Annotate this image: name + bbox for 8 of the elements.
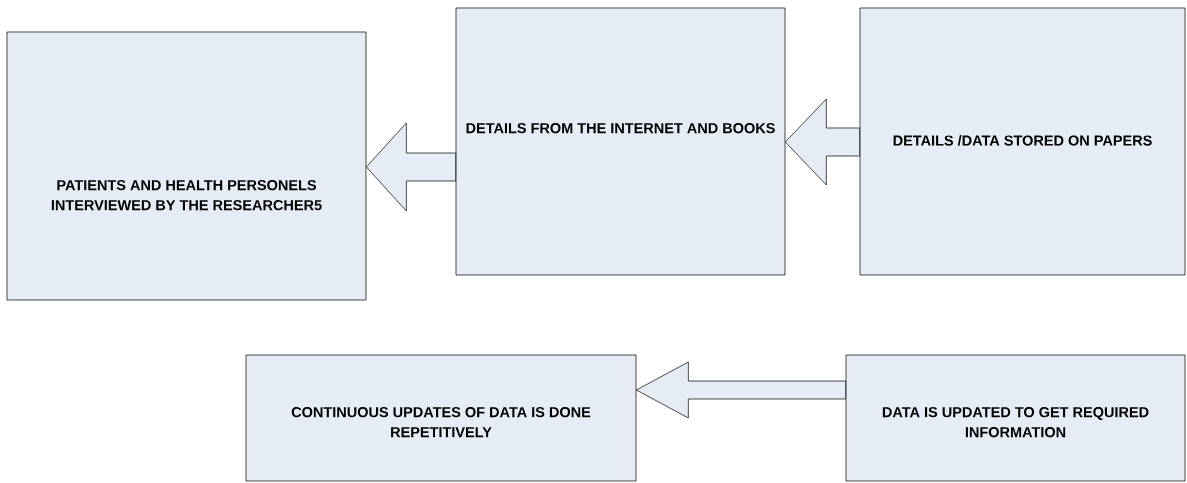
block-arrow <box>785 98 860 186</box>
process-box: CONTINUOUS UPDATES OF DATA IS DONE REPETITIVELY <box>245 354 637 482</box>
block-arrow <box>366 122 456 212</box>
block-arrow <box>636 361 846 419</box>
process-box: DETAILS FROM THE INTERNET AND BOOKS <box>455 7 786 276</box>
process-box: DATA IS UPDATED TO GET REQUIRED INFORMATION <box>845 354 1186 482</box>
process-box: PATIENTS AND HEALTH PERSONELS INTERVIEWED BY THE RESEARCHER5 <box>6 31 367 301</box>
process-box: DETAILS /DATA STORED ON PAPERS <box>859 7 1186 276</box>
